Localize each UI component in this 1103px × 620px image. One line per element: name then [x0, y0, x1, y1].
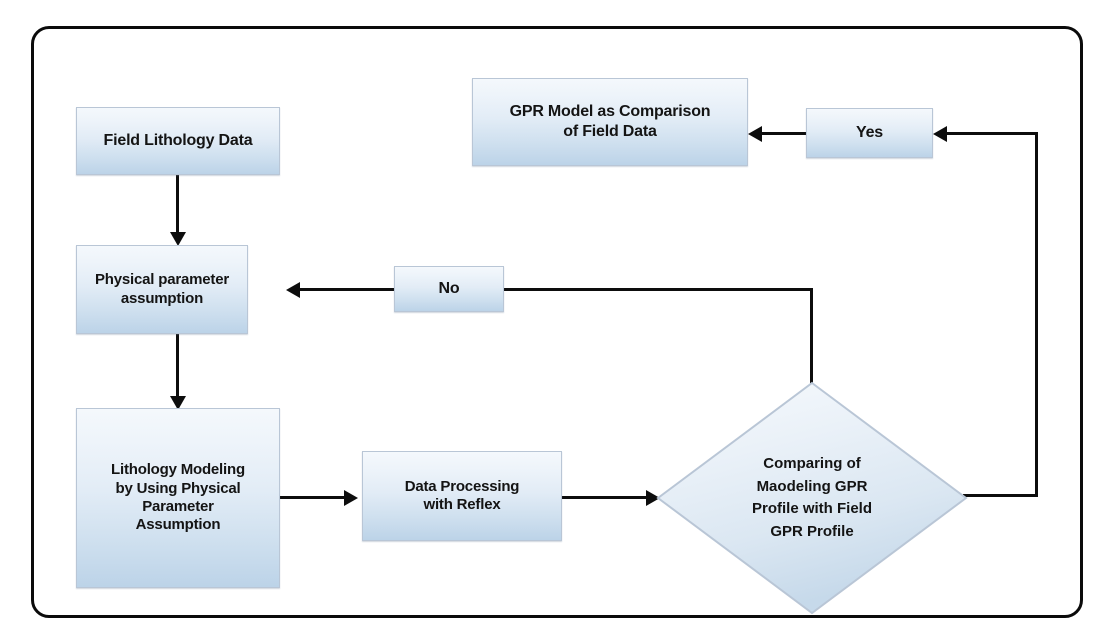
arrowhead-processing-to-decision — [646, 489, 660, 506]
connector-decision-yes-vertical — [1035, 132, 1038, 497]
connector-decision-no-vertical — [810, 288, 813, 388]
arrowhead-lithology-to-processing — [344, 489, 358, 506]
node-data-processing-with-reflex-label: Data Processing with Reflex — [404, 477, 520, 513]
connector-lithology-to-processing — [280, 496, 348, 499]
node-comparing-decision[interactable]: Comparing of Maodeling GPR Profile with … — [656, 381, 968, 615]
node-physical-parameter-assumption[interactable]: Physical parameter assumption — [76, 245, 248, 334]
node-gpr-model-comparison-label: GPR Model as Comparison of Field Data — [509, 103, 711, 140]
node-lithology-modeling-label: Lithology Modeling by Using Physical Par… — [111, 461, 245, 534]
node-field-lithology-data[interactable]: Field Lithology Data — [76, 107, 280, 175]
figure-frame — [31, 26, 1083, 618]
decision-diamond-shape — [656, 381, 968, 615]
connector-no-to-physical — [300, 288, 394, 291]
arrowhead-physical-to-lithology — [169, 396, 186, 410]
node-lithology-modeling[interactable]: Lithology Modeling by Using Physical Par… — [76, 408, 280, 588]
connector-decision-yes-horizontal-lower — [963, 494, 1038, 497]
connector-decision-no-horizontal — [504, 288, 813, 291]
node-gpr-model-comparison[interactable]: GPR Model as Comparison of Field Data — [472, 78, 748, 166]
node-field-lithology-data-label: Field Lithology Data — [103, 132, 253, 150]
connector-decision-yes-horizontal-upper — [947, 132, 1038, 135]
connector-yes-to-gpr-model — [762, 132, 806, 135]
node-data-processing-with-reflex[interactable]: Data Processing with Reflex — [362, 451, 562, 541]
arrowhead-decision-to-yes — [933, 125, 947, 142]
arrowhead-no-to-physical — [286, 281, 300, 298]
node-comparing-decision-label: Comparing of Maodeling GPR Profile with … — [751, 455, 872, 540]
node-yes-branch-label: Yes — [856, 124, 883, 142]
node-yes-branch[interactable]: Yes — [806, 108, 933, 158]
connector-field-to-physical — [176, 175, 179, 237]
connector-processing-to-decision — [562, 496, 650, 499]
node-no-branch[interactable]: No — [394, 266, 504, 312]
connector-physical-to-lithology — [176, 334, 179, 402]
arrowhead-yes-to-gpr-model — [748, 125, 762, 142]
arrowhead-field-to-physical — [169, 232, 186, 246]
node-no-branch-label: No — [438, 280, 460, 298]
node-physical-parameter-assumption-label: Physical parameter assumption — [95, 271, 229, 307]
